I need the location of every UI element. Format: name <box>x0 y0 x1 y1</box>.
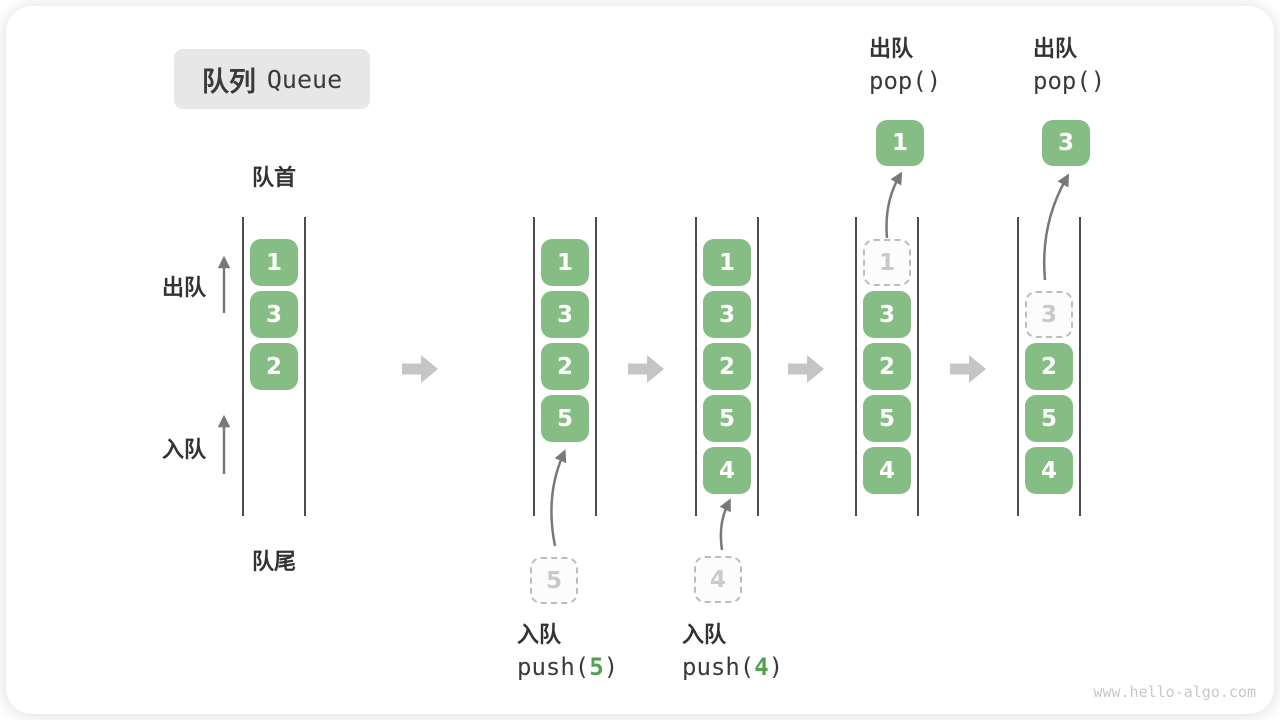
watermark: www.hello-algo.com <box>1093 683 1256 701</box>
queue-block: 1 <box>703 239 751 286</box>
title-en: Queue <box>266 64 343 94</box>
title-box: 队列 Queue <box>174 49 370 109</box>
queue-block: 2 <box>1025 343 1073 390</box>
popped-block: 1 <box>876 120 924 166</box>
label-dequeue: 出队 <box>161 275 206 300</box>
code-open: push( <box>517 653 590 681</box>
queue-state-5: 3 2 5 4 <box>1017 217 1081 516</box>
code-close: ) <box>603 653 619 681</box>
title-zh: 队列 <box>201 66 256 97</box>
queue-state-2: 1 3 2 5 <box>533 217 597 516</box>
flow-arrow-icon <box>628 355 664 383</box>
push-arrow-icon <box>550 449 567 547</box>
removed-ghost-block: 1 <box>863 239 911 286</box>
op-zh-label: 入队 <box>517 622 562 647</box>
op-zh-label: 入队 <box>682 622 727 647</box>
label-enqueue: 入队 <box>161 437 206 462</box>
pop-operation-label: 出队 pop() <box>869 34 941 98</box>
push-operation-label: 入队 push(4) <box>682 620 783 684</box>
queue-block: 2 <box>703 343 751 390</box>
queue-state-4: 1 3 2 5 4 <box>855 217 919 516</box>
queue-block: 3 <box>541 291 589 338</box>
flow-arrow-icon <box>788 355 824 383</box>
queue-block: 5 <box>541 395 589 442</box>
code-open: push( <box>682 653 755 681</box>
queue-block: 4 <box>1025 447 1073 494</box>
op-zh-label: 出队 <box>1033 36 1078 61</box>
code-arg: 4 <box>754 653 769 681</box>
op-code-label: push(5) <box>517 650 618 684</box>
enqueue-direction-arrow-icon <box>217 414 231 474</box>
pop-arrow-icon <box>885 171 903 239</box>
popped-block: 3 <box>1042 120 1090 166</box>
queue-block: 1 <box>541 239 589 286</box>
op-code-label: push(4) <box>682 650 783 684</box>
incoming-ghost-block: 4 <box>694 556 742 603</box>
code-close: ) <box>768 653 784 681</box>
queue-block: 2 <box>250 343 298 390</box>
queue-block: 2 <box>863 343 911 390</box>
push-operation-label: 入队 push(5) <box>517 620 618 684</box>
pop-arrow-icon <box>1042 173 1070 281</box>
label-queue-front: 队首 <box>251 165 296 190</box>
op-code-label: pop() <box>1033 67 1106 95</box>
label-queue-rear: 队尾 <box>251 549 296 574</box>
queue-block: 5 <box>703 395 751 442</box>
queue-block: 4 <box>863 447 911 494</box>
queue-block: 3 <box>703 291 751 338</box>
queue-block: 5 <box>1025 395 1073 442</box>
queue-block: 4 <box>703 447 751 494</box>
removed-ghost-block: 3 <box>1025 291 1073 338</box>
pop-operation-label: 出队 pop() <box>1033 34 1105 98</box>
incoming-ghost-block: 5 <box>530 557 578 604</box>
queue-block: 3 <box>863 291 911 338</box>
diagram-canvas: 队列 Queue 队首 队尾 出队 入队 1 3 2 1 3 2 5 <box>6 6 1274 714</box>
flow-arrow-icon <box>950 355 986 383</box>
op-code-label: pop() <box>869 67 942 95</box>
op-zh-label: 出队 <box>869 36 914 61</box>
queue-block: 3 <box>250 291 298 338</box>
code-arg: 5 <box>589 653 604 681</box>
queue-block: 5 <box>863 395 911 442</box>
queue-state-3: 1 3 2 5 4 <box>695 217 759 516</box>
flow-arrow-icon <box>402 355 438 383</box>
queue-block: 1 <box>250 239 298 286</box>
queue-state-1: 1 3 2 <box>242 217 306 516</box>
queue-block: 2 <box>541 343 589 390</box>
push-arrow-icon <box>719 498 731 551</box>
dequeue-direction-arrow-icon <box>217 255 231 313</box>
